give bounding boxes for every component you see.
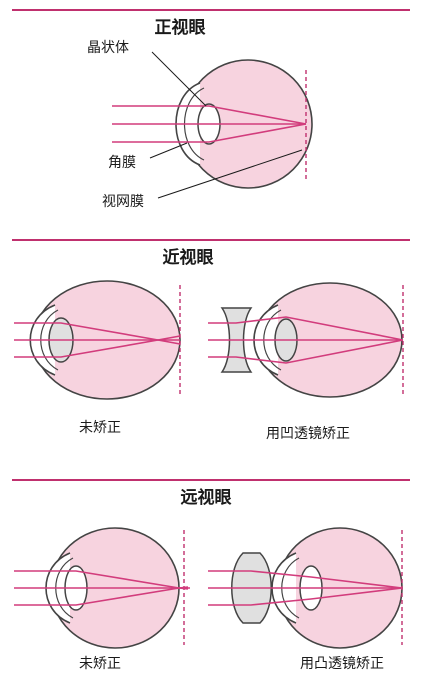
light-rays bbox=[112, 105, 307, 143]
eye-normal bbox=[112, 51, 313, 199]
eye-myopia-uncorrected bbox=[14, 280, 181, 400]
eye-hyperopia-corrected bbox=[208, 527, 403, 649]
label-retina: 视网膜 bbox=[102, 194, 144, 210]
light-rays bbox=[14, 570, 190, 606]
light-rays bbox=[208, 316, 404, 364]
section-title-hyperopia: 远视眼 bbox=[181, 487, 232, 508]
leader-lines bbox=[149, 51, 303, 199]
section-title-myopia: 近视眼 bbox=[163, 247, 214, 268]
light-rays bbox=[208, 570, 403, 606]
section-normal: 正视眼 晶状体 角膜 视网膜 bbox=[12, 9, 410, 210]
label-cornea: 角膜 bbox=[108, 155, 136, 171]
section-hyperopia: 远视眼 未矫正 bbox=[12, 479, 410, 672]
label-concave-corrected: 用凹透镜矫正 bbox=[266, 426, 350, 442]
label-uncorrected: 未矫正 bbox=[79, 656, 121, 672]
label-convex-corrected: 用凸透镜矫正 bbox=[300, 656, 384, 672]
section-title-normal: 正视眼 bbox=[155, 17, 206, 38]
eye-hyperopia-uncorrected bbox=[14, 527, 190, 649]
eye-myopia-corrected bbox=[208, 282, 404, 398]
label-lens: 晶状体 bbox=[87, 40, 129, 56]
label-uncorrected: 未矫正 bbox=[79, 420, 121, 436]
section-myopia: 近视眼 未矫正 bbox=[12, 239, 410, 442]
light-rays bbox=[14, 322, 181, 358]
